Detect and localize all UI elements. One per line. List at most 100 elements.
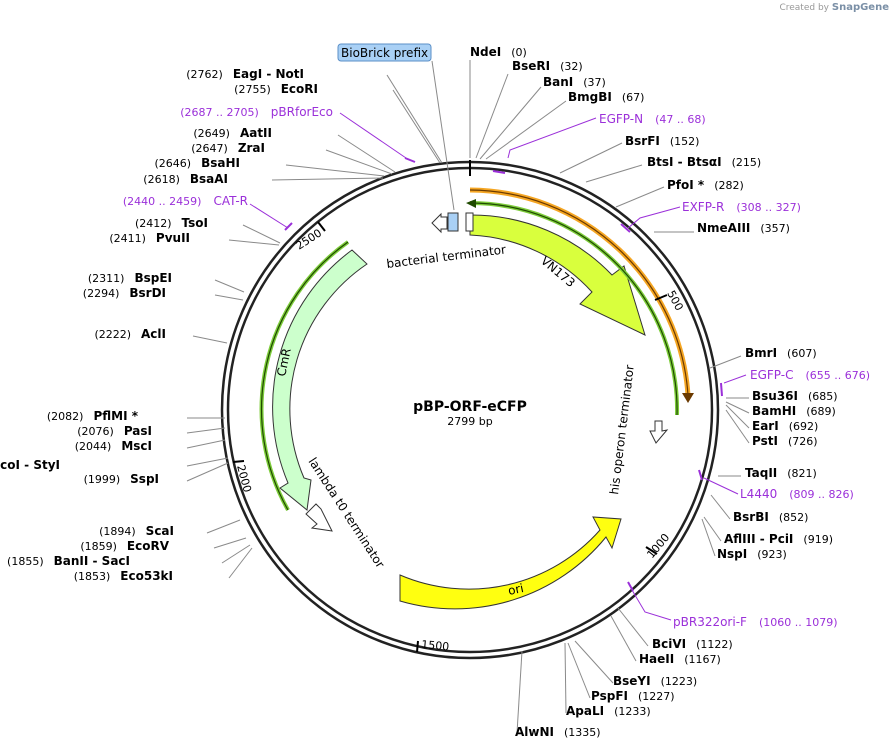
enzyme-label[interactable]: (1855)BanII - SacI [7,554,130,568]
enzyme-position: (2411) [109,232,146,245]
enzyme-label[interactable]: (2044)MscI [75,439,152,453]
his-operon-terminator-arrow[interactable] [649,420,669,444]
cmr-label: CmR [274,347,294,378]
biobrick-prefix-label-box[interactable] [337,43,432,62]
enzyme-label[interactable]: (2311)BspEI [88,271,172,285]
enzyme-label[interactable]: (1853)Eco53kI [74,569,173,583]
primer-label[interactable]: EGFP-N(47 .. 68) [599,112,706,126]
primer-name: EGFP-C [750,368,793,382]
primer-label[interactable]: (2687 .. 2705)pBRforEco [180,105,333,119]
enzyme-label[interactable]: (2649)AatII [193,126,272,140]
primer-label[interactable]: L4440(809 .. 826) [740,487,854,501]
enzyme-label[interactable]: NspI (923) [717,547,787,561]
ori-label: ori [507,581,525,598]
enzyme-position: (923) [757,548,787,561]
primer-label[interactable]: pBR322ori-F(1060 .. 1079) [673,615,838,629]
enzyme-label[interactable]: BmgBI (67) [568,90,644,104]
primer-label[interactable]: EGFP-C(655 .. 676) [750,368,870,382]
enzyme-label[interactable]: (2294)BsrDI [83,286,166,300]
enzyme-label[interactable]: EarI(692) [752,419,818,433]
lambda-terminator-arrow[interactable] [305,503,333,532]
enzyme-name: BsrFI [625,134,660,148]
enzyme-position: (689) [806,405,836,418]
enzyme-label[interactable]: AlwNI(1335) [515,725,601,739]
enzyme-position: (2618) [143,173,180,186]
primer-label[interactable]: EXFP-R(308 .. 327) [682,200,801,214]
primer-labels: EGFP-N(47 .. 68) EXFP-R(308 .. 327) EGFP-C… [123,105,870,629]
primer-marks [249,112,747,621]
tick-label-1500: 1500 [421,638,450,653]
enzyme-label[interactable]: BseRI(32) [512,59,583,73]
enzyme-name: NmeAIII [697,221,750,235]
enzyme-name: NspI [717,547,747,561]
bacterial-terminator-arrow[interactable] [431,212,448,234]
enzyme-label[interactable]: PfoI *(282) [667,178,744,192]
enzyme-position: (1335) [564,726,601,739]
primer-range: (308 .. 327) [736,201,801,214]
enzyme-label[interactable]: ApaLI(1233) [566,704,651,718]
enzyme-label[interactable]: PspFI(1227) [591,689,675,703]
feature-cmr-arrow[interactable] [272,249,368,511]
enzyme-label[interactable]: BsrBI(852) [733,510,808,524]
tick-1500 [416,640,419,653]
enzyme-name: AflIII - PciI [724,532,793,546]
enzyme-position: (2646) [155,157,192,170]
primer-name: L4440 [740,487,777,501]
enzyme-label[interactable]: BseYI(1223) [613,674,697,688]
enzyme-label[interactable]: (2076)PasI [77,424,152,438]
orange-arrowhead [682,393,694,403]
enzyme-name: EagI - NotI [233,67,304,81]
enzyme-label[interactable]: (2647)ZraI [191,141,265,155]
enzyme-name: ScaI [146,524,174,538]
enzyme-position: (67) [622,91,645,104]
tick-1000 [645,546,658,555]
enzyme-label[interactable]: BanI(37) [543,75,606,89]
enzyme-label[interactable]: AflIII - PciI(919) [724,532,833,546]
enzyme-label[interactable]: (1859)EcoRV [80,539,169,553]
enzyme-label[interactable]: PstI(726) [752,434,818,448]
enzyme-position: (821) [787,467,817,480]
enzyme-label[interactable]: (2755)EcoRI [234,82,318,96]
enzyme-name: TaqII [745,466,777,480]
enzyme-label[interactable]: (2411)PvuII [109,231,190,245]
enzyme-label[interactable]: (1999)SspI [84,472,159,486]
enzyme-label[interactable]: NmeAIII(357) [697,221,790,235]
primer-label[interactable]: (2440 .. 2459)CAT-R [123,194,248,208]
enzyme-name: EcoRV [127,539,170,553]
enzyme-label[interactable]: (2412)TsoI [135,216,208,230]
enzyme-position: (1167) [684,653,721,666]
biobrick-prefix-box[interactable] [447,212,459,232]
feature-vn173-arrow[interactable] [469,214,646,336]
enzyme-name: BmgBI [568,90,612,104]
enzyme-label[interactable]: BtsI - BtsαI(215) [647,155,761,169]
enzyme-label[interactable]: BciVI(1122) [652,637,733,651]
enzyme-label[interactable]: (2762)EagI - NotI [186,67,304,81]
enzyme-name: PfoI * [667,178,705,192]
enzyme-label[interactable]: BmrI(607) [745,346,817,360]
enzyme-name: BanI [543,75,573,89]
enzyme-label[interactable]: NdeI(0) [470,45,527,59]
enzyme-name: HaeII [639,652,674,666]
enzyme-name: PspFI [591,689,628,703]
enzyme-label[interactable]: (2082)PflMI * [47,409,139,423]
enzyme-name: BsaAI [190,172,228,186]
enzyme-label[interactable]: (1894)ScaI [99,524,174,538]
feature-green-arc-inner [469,202,678,416]
enzyme-label[interactable]: Bsu36I(685) [752,389,838,403]
enzyme-label[interactable]: BamHI(689) [752,404,836,418]
snapgene-logo: SnapGene [831,2,889,13]
enzyme-position: (215) [732,156,762,169]
plasmid-name: pBP-ORF-eCFP [413,399,527,415]
enzyme-label[interactable]: (2006)BtgI - NcoI - StyI [0,458,60,472]
enzyme-name: PasI [124,424,152,438]
enzyme-label[interactable]: (2618) BsaAI [143,172,228,186]
enzyme-label[interactable]: (2222)AclI [94,327,166,341]
feature-ori-arrow[interactable] [399,516,622,610]
enzyme-label[interactable]: (2646)BsaHI [155,156,240,170]
enzyme-position: (1999) [84,473,121,486]
enzyme-name: Eco53kI [120,569,173,583]
enzyme-label[interactable]: BsrFI(152) [625,134,699,148]
enzyme-label[interactable]: TaqII (821) [745,466,817,480]
enzyme-label[interactable]: HaeII (1167) [639,652,721,666]
enzyme-leaders [186,60,750,734]
